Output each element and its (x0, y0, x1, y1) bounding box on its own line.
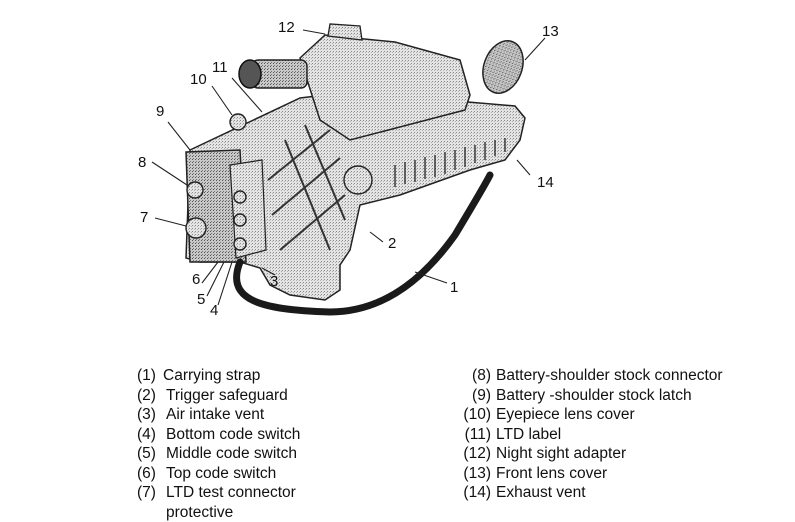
legend-item: (14) Exhaust vent (455, 483, 755, 503)
ltd-illustration: 1 2 3 4 5 6 7 8 9 10 11 12 13 14 (138, 19, 559, 319)
callout-13: 13 (542, 23, 559, 40)
legend-item: (7) LTD test connector protective (137, 483, 377, 522)
callout-1: 1 (450, 279, 459, 296)
legend-label: Carrying strap (163, 367, 261, 384)
legend-label: Trigger safeguard (166, 386, 288, 404)
housing-body (185, 91, 526, 301)
legend-number: (14) (463, 484, 491, 501)
legend-number: (7) (137, 484, 156, 501)
legend-label: Battery-shoulder stock connector (496, 367, 723, 384)
legend-item: (1) Carrying strap (137, 366, 377, 386)
legend-label: Top code switch (166, 464, 277, 482)
legend-number: (3) (137, 406, 156, 423)
legend-number: (12) (463, 445, 491, 462)
legend-number: (1) (137, 367, 156, 384)
legend-number: (13) (463, 464, 491, 482)
legend-right-column: (8) Battery-shoulder stock connector (9) B… (455, 366, 755, 503)
legend-item: (8) Battery-shoulder stock connector (455, 366, 755, 386)
callout-7: 7 (140, 209, 149, 226)
legend-number: (4) (137, 425, 156, 443)
legend-item: (13) Front lens cover (455, 464, 755, 484)
callout-14: 14 (537, 174, 554, 191)
night-sight-adapter-shape (327, 23, 363, 41)
legend-number: (10) (463, 406, 491, 423)
legend-number: (2) (137, 386, 156, 404)
callout-11: 11 (212, 59, 228, 76)
legend-item: (2) Trigger safeguard (137, 386, 377, 406)
legend-number: (6) (137, 464, 156, 482)
legend-label: Air intake vent (166, 406, 265, 423)
legend-label: LTD test connector protective (166, 484, 296, 521)
legend-number: (5) (137, 445, 156, 462)
code-switch-plate (229, 159, 267, 259)
legend-number: (9) (472, 386, 491, 404)
legend-label: Middle code switch (166, 445, 297, 462)
ltd-drawing (151, 23, 546, 316)
callout-6: 6 (192, 271, 201, 288)
legend-item: (12) Night sight adapter (455, 444, 755, 464)
knobs (185, 113, 373, 251)
cooling-fins (394, 138, 506, 187)
front-lens-cover-shape (482, 40, 524, 94)
callout-3: 3 (270, 273, 279, 290)
callout-9: 9 (156, 103, 165, 120)
legend-item: (9) Battery -shoulder stock latch (455, 386, 755, 406)
legend-label: LTD label (496, 425, 562, 443)
callout-4: 4 (210, 302, 219, 319)
legend-label: Front lens cover (496, 464, 608, 482)
carrying-strap-shape (233, 171, 494, 316)
callout-8: 8 (138, 154, 147, 171)
legend-item: (10) Eyepiece lens cover (455, 405, 755, 425)
legend-label: Night sight adapter (496, 445, 627, 462)
callout-12: 12 (278, 19, 295, 36)
leader-lines (151, 29, 546, 306)
grip-ribs (267, 124, 346, 251)
callout-10: 10 (190, 71, 207, 88)
legend-item: (5) Middle code switch (137, 444, 377, 464)
callout-2: 2 (388, 235, 397, 252)
legend-item: (6) Top code switch (137, 464, 377, 484)
legend-item: (4) Bottom code switch (137, 425, 377, 445)
legend-left-column: (1) Carrying strap (2) Trigger safeguard (… (137, 366, 377, 522)
eyepiece-shape (238, 59, 308, 89)
legend-item: (3) Air intake vent (137, 405, 377, 425)
legend-label: Bottom code switch (166, 425, 301, 443)
legend-item: (11) LTD label (455, 425, 755, 445)
legend-label: Eyepiece lens cover (496, 406, 635, 423)
legend-number: (11) (464, 425, 491, 443)
legend-label: Exhaust vent (496, 484, 586, 501)
legend-number: (8) (472, 367, 491, 384)
legend-label: Battery -shoulder stock latch (496, 386, 692, 404)
callout-5: 5 (197, 291, 206, 308)
